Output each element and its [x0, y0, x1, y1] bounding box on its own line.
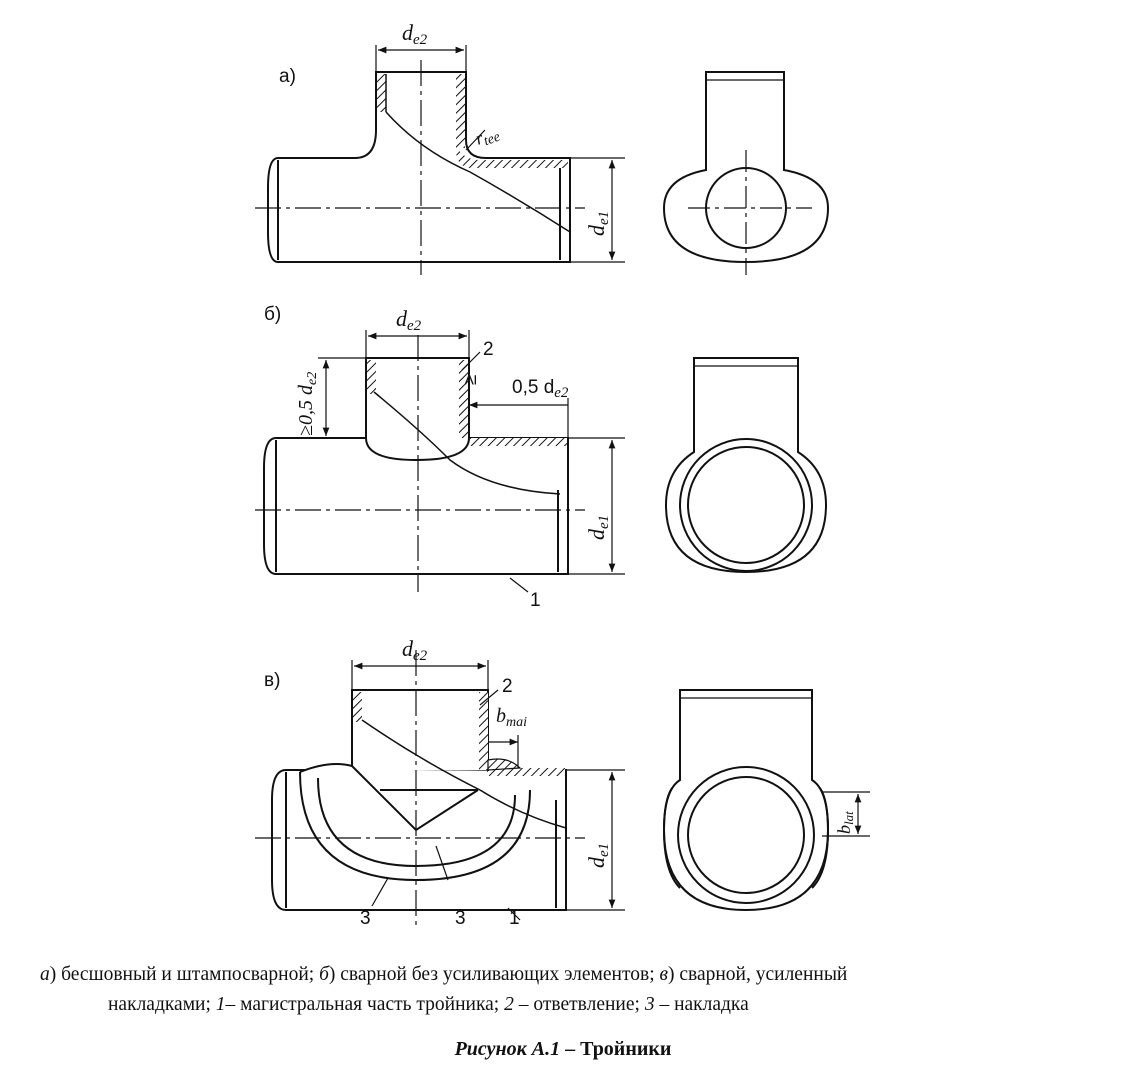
caption-run: 2 — [504, 994, 514, 1015]
caption-run: ) сварной без усиливающих элементов; — [328, 964, 660, 985]
view-c-callout-main: 1 — [509, 908, 520, 929]
view-b-front — [255, 330, 625, 593]
view-b-offset-sign: ≥ — [460, 375, 481, 385]
view-a-front — [255, 45, 625, 275]
view-a-branch-dim: de2 — [402, 20, 428, 48]
view-b-callout-branch: 2 — [483, 339, 494, 360]
view-b-label: б) — [264, 304, 281, 325]
figure-title-text: – Тройники — [560, 1038, 672, 1060]
view-b-height-dim: ≥0,5 de2 — [295, 372, 320, 436]
view-a-radius-label: rtee — [473, 122, 503, 152]
caption-run: – магистральная часть тройника; — [225, 994, 505, 1015]
caption-run: ) бесшовный и штампосварной; — [49, 964, 320, 985]
figure-title: Рисунок А.1 – Тройники — [0, 1038, 1126, 1061]
view-b-branch-dim: de2 — [396, 306, 422, 334]
caption-run: ) сварной, усиленный — [667, 964, 848, 985]
view-b-main-dim: de1 — [584, 515, 612, 540]
view-c-callout-pad-left: 3 — [360, 908, 371, 929]
view-b-side — [664, 357, 828, 574]
caption-line-2: накладками; 1– магистральная часть тройн… — [40, 991, 1126, 1019]
caption-run: – ответвление; — [513, 994, 645, 1015]
caption-run: накладками; — [108, 994, 216, 1015]
caption-line-1: а) бесшовный и штампосварной; б) сварной… — [40, 961, 1100, 989]
caption-run: 3 — [644, 994, 655, 1015]
caption-run: а — [40, 964, 50, 985]
caption-run: б — [319, 964, 329, 985]
caption-run: в — [659, 964, 668, 985]
caption-run: 1 — [215, 994, 226, 1015]
view-a-side — [662, 71, 830, 275]
view-c-side — [662, 689, 870, 912]
view-c-front — [255, 650, 625, 930]
view-c-main-dim: de1 — [584, 843, 612, 868]
view-b-offset-dim: 0,5 de2 — [512, 377, 569, 401]
caption-run: – накладка — [654, 994, 749, 1015]
tee-drawing: а) de2 rtee de1 б) de2 ≥0,5 de2 ≥ 0,5 de… — [255, 20, 870, 930]
view-c-lat-dim: blat — [834, 811, 856, 834]
view-a-label: а) — [279, 66, 296, 87]
view-c-branch-dim: de2 — [402, 636, 428, 664]
figure-label: Рисунок А.1 — [454, 1038, 561, 1060]
view-a-main-dim: de1 — [584, 211, 612, 236]
view-c-pad-dim: bmai — [496, 705, 527, 730]
view-b-callout-main: 1 — [530, 590, 541, 611]
view-c-callout-pad-right: 3 — [455, 908, 466, 929]
view-c-callout-branch: 2 — [502, 676, 513, 697]
view-c-label: в) — [264, 670, 280, 691]
